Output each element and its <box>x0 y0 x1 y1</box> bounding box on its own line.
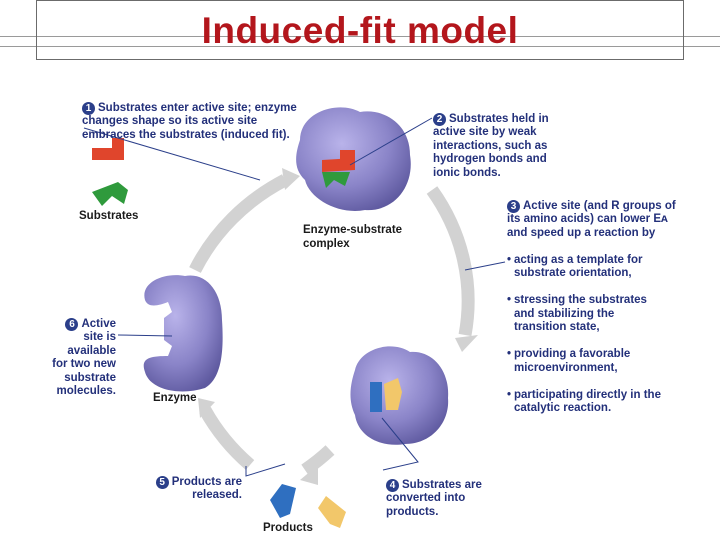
caption-enzyme: Enzyme <box>153 392 197 404</box>
enzyme-free-shape <box>143 275 223 392</box>
arrow-left-to-top <box>189 174 289 273</box>
product-yellow-free <box>318 496 346 528</box>
step3-bullet: acting as a template for substrate orien… <box>507 254 697 281</box>
step2-text: Substrates held in active site by weak i… <box>433 112 549 179</box>
step3-intro: Active site (and R groups of its amino a… <box>507 199 676 239</box>
leader-step2 <box>349 117 433 166</box>
arrowhead-right <box>455 335 478 352</box>
page-title: Induced-fit model <box>201 10 519 51</box>
leader-lines <box>83 117 506 477</box>
step3-bullets: acting as a template for substrate orien… <box>507 240 697 429</box>
title-frame <box>36 0 684 60</box>
arrowhead-top <box>282 168 300 190</box>
caption-substrates: Substrates <box>79 210 139 222</box>
step3-bullet: stressing the substrates and stabilizing… <box>507 294 697 335</box>
step3-bullet: participating directly in the catalytic … <box>507 389 697 416</box>
leader-step6 <box>117 334 173 337</box>
step3-bullet: providing a favorable microenvironment, <box>507 348 697 375</box>
substrate-green-bound <box>322 172 350 188</box>
arrow-products-to-enzyme <box>199 406 255 470</box>
substrate-green-free <box>92 182 128 206</box>
step5-text: Products are released. <box>171 475 242 502</box>
step5-number: 5 <box>155 475 169 489</box>
leader-step4 <box>381 417 419 471</box>
cycle-arrows <box>189 174 475 476</box>
step6-text: Active site is available for two new sub… <box>52 317 116 398</box>
substrate-red-bound-top <box>340 150 355 160</box>
caption-products: Products <box>263 522 313 534</box>
product-blue-free <box>270 484 296 518</box>
arrowhead-left <box>198 398 215 418</box>
step1-number: 1 <box>82 101 95 115</box>
leader-step3 <box>464 261 506 271</box>
title-rule-1 <box>0 36 720 37</box>
leader-step5 <box>245 463 286 477</box>
step6-number: 6 <box>65 317 79 331</box>
step4-number: 4 <box>386 478 399 492</box>
step1-text: Substrates enter active site; enzyme cha… <box>82 101 297 141</box>
step3-number: 3 <box>507 199 520 213</box>
step2-number: 2 <box>433 112 446 126</box>
arrow-top-to-right <box>426 186 475 337</box>
product-blue-bound <box>370 382 382 412</box>
caption-complex: Enzyme-substrate complex <box>303 224 403 250</box>
arrow-bottom-to-products <box>301 445 335 476</box>
leader-step1 <box>83 127 261 181</box>
substrate-red-free <box>92 138 124 160</box>
title-rule-2 <box>0 46 720 47</box>
product-yellow-bound <box>384 378 402 410</box>
step4-text: Substrates are converted into products. <box>386 478 482 518</box>
arrowhead-bottom <box>300 465 318 485</box>
substrate-red-bound <box>322 158 355 172</box>
